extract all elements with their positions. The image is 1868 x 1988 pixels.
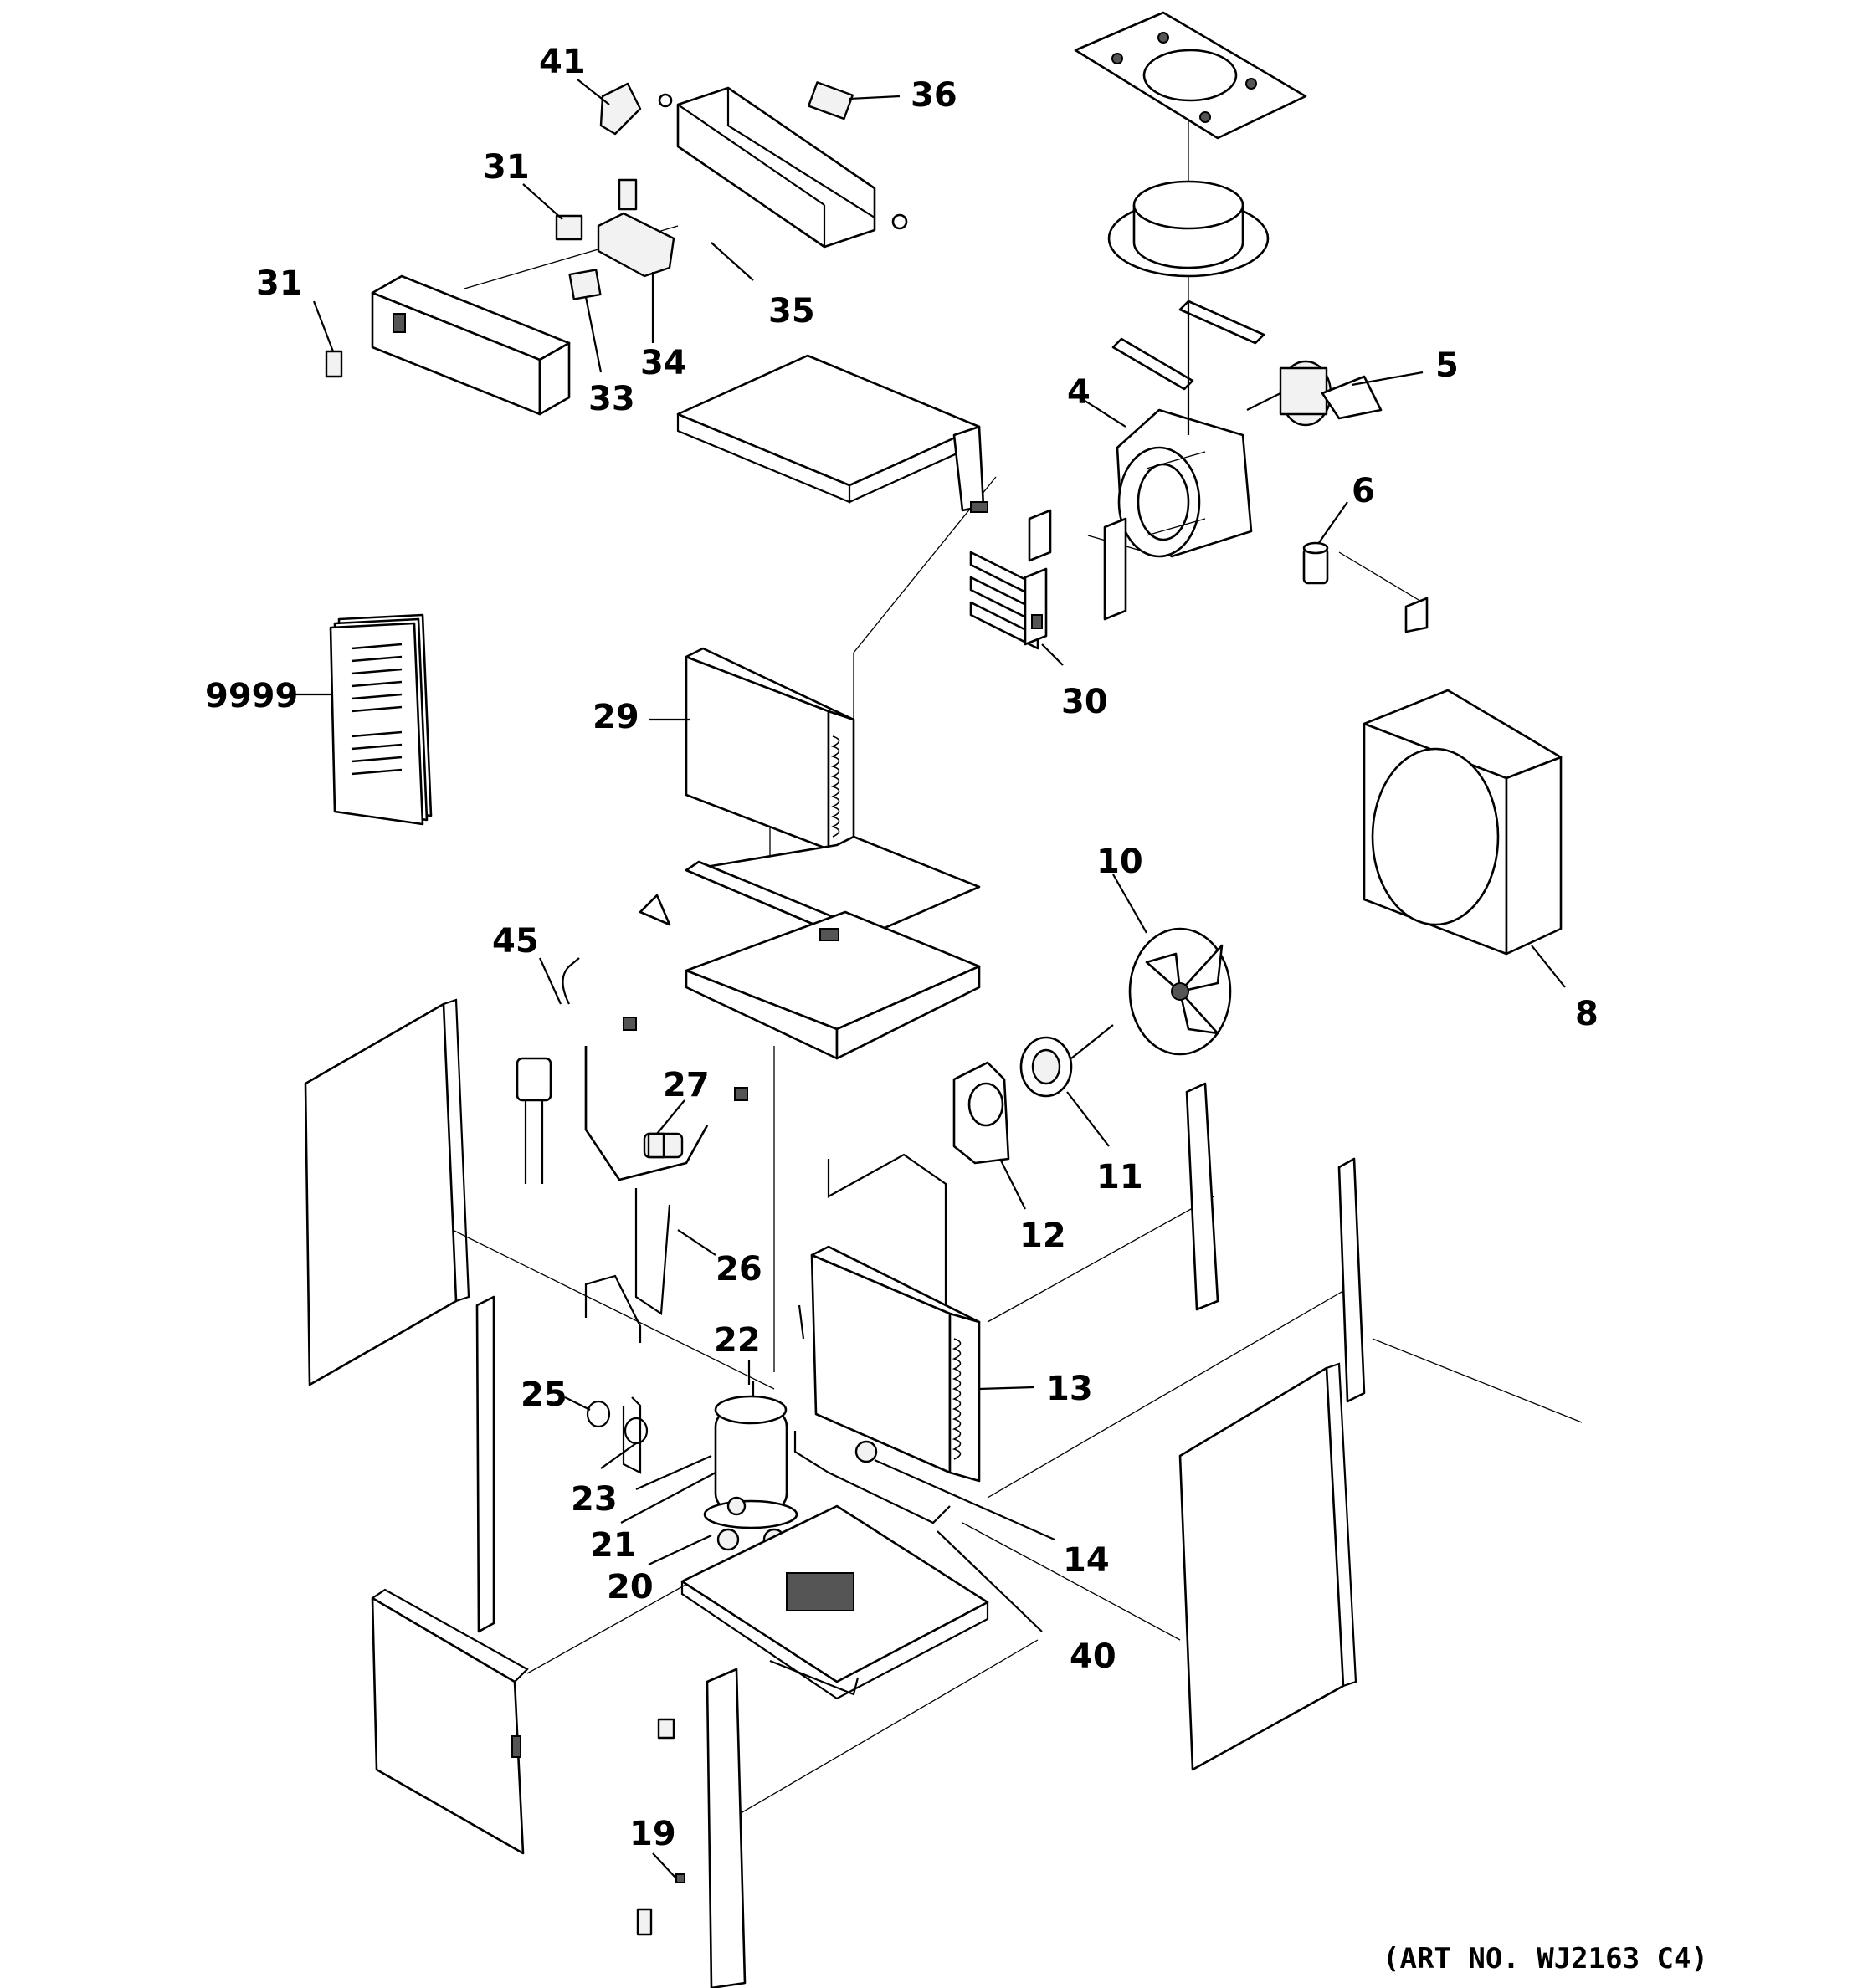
callout-5: 5 xyxy=(1435,346,1459,385)
callout-8: 8 xyxy=(1575,995,1599,1033)
callout-21: 21 xyxy=(590,1526,637,1565)
callout-45: 45 xyxy=(492,922,539,961)
heater-element xyxy=(969,551,1048,650)
front-corner-post xyxy=(706,1668,747,1988)
callout-30: 30 xyxy=(1061,683,1108,721)
callout-labels: 41 36 31 31 35 34 33 5 4 6 30 9999 29 8 … xyxy=(205,43,1708,1975)
callout-20: 20 xyxy=(607,1568,654,1606)
callout-34: 34 xyxy=(640,344,687,382)
liquid-line xyxy=(793,1431,951,1524)
right-side-panel xyxy=(1178,1362,1357,1771)
callout-22: 22 xyxy=(714,1321,761,1360)
callout-4: 4 xyxy=(1067,373,1091,412)
callout-36: 36 xyxy=(911,76,957,115)
callout-25: 25 xyxy=(521,1376,567,1414)
cabinet-top xyxy=(676,354,988,513)
heater-bracket xyxy=(1028,509,1127,621)
evaporator-coil xyxy=(685,647,855,855)
clips-19 xyxy=(636,1718,685,1936)
callout-12: 12 xyxy=(1019,1217,1066,1255)
control-cover xyxy=(371,274,571,416)
callout-10: 10 xyxy=(1096,843,1143,881)
relay-36 xyxy=(807,81,854,120)
capacitor xyxy=(1302,541,1329,585)
callout-13: 13 xyxy=(1046,1370,1093,1408)
callout-33: 33 xyxy=(588,380,635,418)
condenser-shroud xyxy=(1363,689,1563,956)
clip-31b xyxy=(325,350,343,378)
callout-26: 26 xyxy=(716,1250,762,1289)
callout-35: 35 xyxy=(768,292,815,330)
callout-14: 14 xyxy=(1063,1541,1110,1580)
capacitor-bracket-31 xyxy=(555,178,638,241)
art-number: (ART NO. WJ2163 C4) xyxy=(1383,1942,1708,1975)
discharge-tube xyxy=(584,1274,712,1491)
left-post xyxy=(475,1295,495,1633)
callout-41: 41 xyxy=(539,43,586,81)
callout-11: 11 xyxy=(1096,1158,1143,1196)
switch-41 xyxy=(599,82,642,136)
top-duct-plate xyxy=(1074,11,1307,140)
callout-6: 6 xyxy=(1352,472,1375,510)
callout-31b: 31 xyxy=(256,264,303,303)
condenser-coil xyxy=(798,1245,981,1483)
blower-motor xyxy=(1246,360,1383,427)
leader-lines xyxy=(293,79,1566,1879)
callout-40: 40 xyxy=(1070,1637,1116,1676)
drain-cap xyxy=(639,894,671,926)
fan-motor xyxy=(1019,1024,1114,1098)
front-grille xyxy=(329,613,433,826)
compressor xyxy=(703,1381,798,1551)
mid-base-pan xyxy=(685,835,981,1060)
control-board-34 xyxy=(597,212,675,278)
suction-tube xyxy=(827,1153,947,1305)
reversing-valve-assembly xyxy=(516,957,748,1315)
alignment-lines xyxy=(384,75,1583,1816)
callout-29: 29 xyxy=(593,698,639,736)
callout-9999: 9999 xyxy=(205,677,298,715)
blower-housing xyxy=(1116,408,1253,558)
front-lower-panel xyxy=(371,1588,529,1855)
knob-33 xyxy=(568,269,602,300)
duct-collar xyxy=(1107,180,1270,278)
right-posts xyxy=(1185,1082,1366,1403)
left-side-panel xyxy=(304,998,470,1386)
callout-31a: 31 xyxy=(483,148,530,187)
blower-brackets xyxy=(1111,300,1265,435)
capacitor-strap xyxy=(1404,597,1429,633)
callout-19: 19 xyxy=(629,1815,676,1853)
callout-23: 23 xyxy=(571,1480,618,1519)
control-box xyxy=(658,86,908,248)
condenser-fan xyxy=(1128,927,1232,1056)
motor-mount xyxy=(952,1061,1010,1165)
base-pan xyxy=(680,1504,989,1700)
callout-27: 27 xyxy=(663,1066,710,1104)
